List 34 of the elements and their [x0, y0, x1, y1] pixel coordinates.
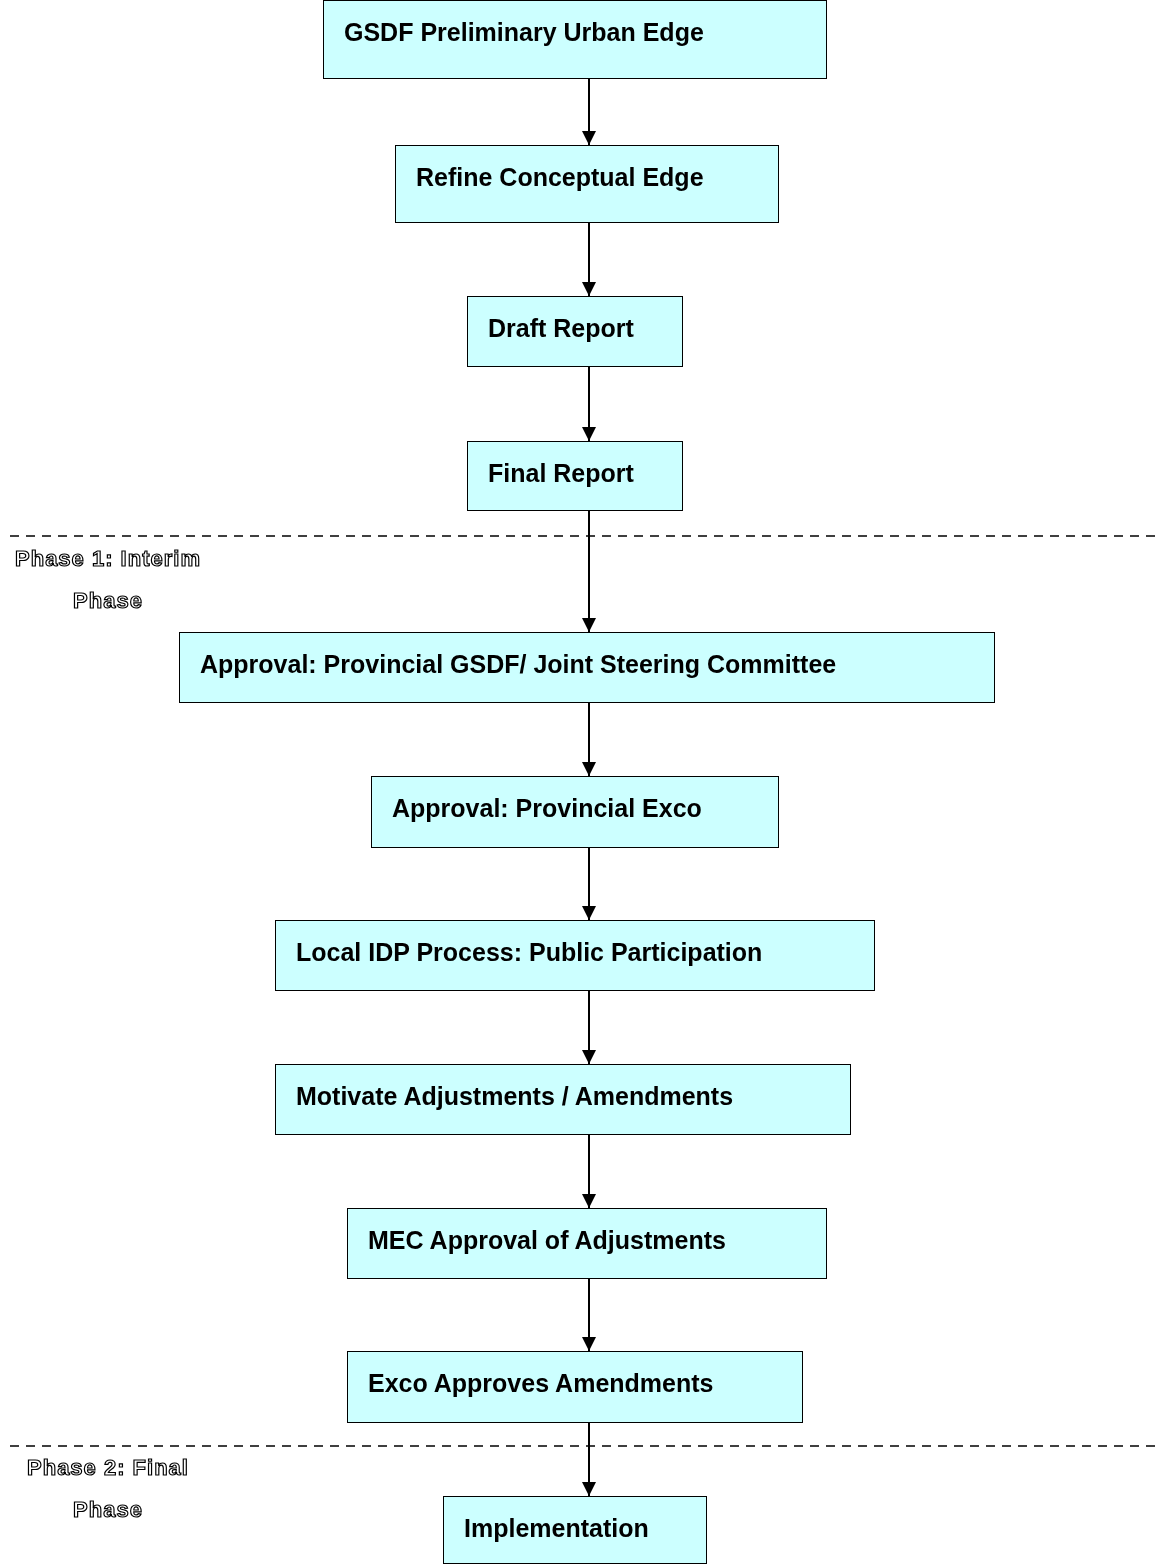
process-box [179, 632, 995, 703]
box-label: Approval: Provincial Exco [392, 793, 703, 823]
process-box [467, 296, 683, 367]
arrow [582, 1278, 596, 1352]
arrow [582, 847, 596, 921]
box-label: GSDF Preliminary Urban Edge [344, 17, 705, 47]
phase-label: Phase 1: Interim Phase [14, 545, 202, 615]
arrow [582, 366, 596, 442]
process-box [443, 1496, 707, 1564]
box-label: Motivate Adjustments / Amendments [296, 1081, 735, 1111]
process-box [275, 1064, 851, 1135]
box-label: Approval: Provincial GSDF/ Joint Steering Committee [200, 649, 838, 679]
arrow [582, 990, 596, 1065]
arrow [582, 1422, 596, 1497]
box-label: Local IDP Process: Public Participation [296, 937, 764, 967]
process-box [395, 145, 779, 223]
arrow [582, 510, 596, 633]
process-box [347, 1208, 827, 1279]
box-label: Implementation [464, 1513, 650, 1543]
process-box [371, 776, 779, 848]
arrow [582, 702, 596, 777]
process-box [275, 920, 875, 991]
box-label: Draft Report [488, 313, 635, 343]
arrow [582, 222, 596, 297]
process-box [347, 1351, 803, 1423]
process-box [467, 441, 683, 511]
box-label: MEC Approval of Adjustments [368, 1225, 727, 1255]
box-label: Refine Conceptual Edge [416, 162, 705, 192]
phase-label: Phase 2: Final Phase [26, 1454, 190, 1524]
arrow [582, 1134, 596, 1209]
box-label: Exco Approves Amendments [368, 1368, 715, 1398]
arrow [582, 78, 596, 146]
process-box [323, 0, 827, 79]
box-label: Final Report [488, 458, 635, 488]
